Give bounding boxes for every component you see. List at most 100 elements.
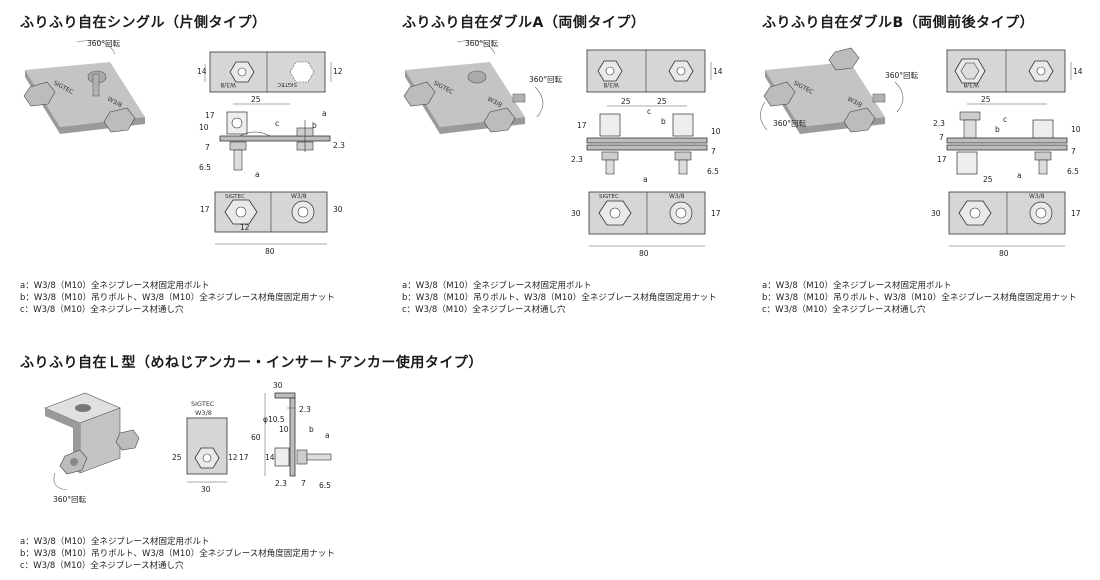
dim-7: 7	[939, 133, 944, 142]
single-top-view: W3/8 SIGTEC	[204, 51, 332, 93]
single-side-view	[219, 103, 331, 171]
note-a: a：W3/8（M10）全ネジブレース材固定用ボルト	[762, 281, 952, 291]
dim-17: 17	[200, 205, 210, 214]
section-title-double-a: ふりふり自在ダブルA（両側タイプ）	[402, 15, 646, 31]
section-title-double-b: ふりふり自在ダブルB（両側前後タイプ）	[762, 15, 1035, 31]
dim-10: 10	[1071, 125, 1081, 134]
rotation-label: 360°回転	[53, 495, 87, 504]
dim-25: 25	[251, 95, 261, 104]
plate-label: W3/8	[195, 409, 212, 417]
dim-80: 80	[999, 249, 1009, 257]
note-c: c：W3/8（M10）全ネジブレース材通し穴	[402, 305, 566, 315]
dim-17: 17	[577, 121, 587, 130]
dim-2.3: 2.3	[333, 141, 345, 150]
dim-12: 12	[333, 67, 343, 76]
single-bottom-view: SIGTEC W3/8	[214, 191, 328, 245]
note-b: b：W3/8（M10）吊りボルト、W3/8（M10）全ネジブレース材角度固定用ナ…	[20, 549, 335, 559]
section-title-single: ふりふり自在シングル（片側タイプ）	[20, 15, 267, 31]
note-c: c：W3/8（M10）全ネジブレース材通し穴	[762, 305, 926, 315]
plate-label: W3/8	[1029, 193, 1045, 200]
dim-2.3: 2.3	[275, 479, 287, 488]
callout-c: c	[647, 107, 651, 116]
notes-single: a：W3/8（M10）全ネジブレース材固定用ボルト b：W3/8（M10）吊りボ…	[20, 280, 335, 316]
note-c: c：W3/8（M10）全ネジブレース材通し穴	[20, 561, 184, 571]
dim-30: 30	[333, 205, 343, 214]
dim-17: 17	[239, 453, 249, 462]
dim-14: 14	[265, 453, 275, 462]
note-c: c：W3/8（M10）全ネジブレース材通し穴	[20, 305, 184, 315]
section-title-l-type: ふりふり自在Ｌ型（めねじアンカー・インサートアンカー使用タイプ）	[20, 355, 483, 371]
plate-label: W3/8	[220, 81, 236, 88]
callout-a: a	[322, 109, 327, 118]
plate-label: SIGTEC	[599, 194, 619, 200]
dim-30: 30	[571, 209, 581, 218]
dim-17: 17	[1071, 209, 1081, 218]
dim-7: 7	[1071, 147, 1076, 156]
rotation-label: 360°回転	[529, 75, 563, 84]
dim-14: 14	[1073, 67, 1083, 76]
dim-10: 10	[711, 127, 721, 136]
note-b: b：W3/8（M10）吊りボルト、W3/8（M10）全ネジブレース材角度固定用ナ…	[402, 293, 717, 303]
callout-b: b	[995, 125, 1000, 134]
callout-c: c	[275, 119, 279, 128]
dim-12: 12	[228, 453, 238, 462]
dim-25: 25	[983, 175, 993, 184]
plate-label: W3/8	[291, 193, 307, 200]
dim-17: 17	[711, 209, 721, 218]
rotation-label: 360°回転	[773, 119, 807, 128]
dim-12: 12	[240, 223, 250, 232]
plate-label: SIGTEC	[191, 400, 215, 408]
dim-80: 80	[265, 247, 275, 256]
double-a-bottom-view: SIGTEC W3/8	[588, 191, 706, 247]
plate-label: W3/8	[603, 81, 619, 88]
dim-30: 30	[273, 381, 283, 390]
callout-b: b	[661, 117, 666, 126]
rotation-label: 360°回転	[465, 39, 499, 48]
dim-60: 60	[251, 433, 261, 442]
dim-phi-10.5: φ10.5	[263, 415, 285, 424]
rotation-label: 360°回転	[87, 39, 121, 48]
dim-10: 10	[279, 425, 289, 434]
notes-double-b: a：W3/8（M10）全ネジブレース材固定用ボルト b：W3/8（M10）吊りボ…	[762, 280, 1077, 316]
l-type-side-view	[264, 392, 332, 477]
dim-25: 25	[621, 97, 631, 106]
plate-label: SIGTEC	[225, 194, 245, 200]
double-a-side-view	[586, 105, 708, 175]
plate-label: W3/8	[963, 81, 979, 88]
double-b-top-view: W3/8	[946, 49, 1072, 93]
note-b: b：W3/8（M10）吊りボルト、W3/8（M10）全ネジブレース材角度固定用ナ…	[762, 293, 1077, 303]
dim-7: 7	[205, 143, 210, 152]
dim-2.3: 2.3	[299, 405, 311, 414]
callout-a: a	[643, 175, 648, 184]
notes-double-a: a：W3/8（M10）全ネジブレース材固定用ボルト b：W3/8（M10）吊りボ…	[402, 280, 717, 316]
dim-6.5: 6.5	[707, 167, 719, 176]
note-a: a：W3/8（M10）全ネジブレース材固定用ボルト	[20, 281, 210, 291]
double-b-figure: SIGTEC W3/8 360°回転 360°回転 W3/8 14 25 25 …	[760, 47, 1083, 257]
single-type-figure: SIGTEC W3/8 360°回転 W3/8 SIGTEC 14 12 25 …	[23, 39, 345, 256]
callout-b: b	[309, 425, 314, 434]
dim-10: 10	[199, 123, 209, 132]
plate-label: W3/8	[669, 193, 685, 200]
note-a: a：W3/8（M10）全ネジブレース材固定用ボルト	[20, 537, 210, 547]
dim-14: 14	[713, 67, 723, 76]
dim-80: 80	[639, 249, 649, 257]
notes-l-type: a：W3/8（M10）全ネジブレース材固定用ボルト b：W3/8（M10）吊りボ…	[20, 536, 335, 572]
dim-6.5: 6.5	[199, 163, 211, 172]
dim-7: 7	[711, 147, 716, 156]
double-a-figure: SIGTEC W3/8 360°回転 360°回転 W3/8 14 25 25 …	[403, 39, 723, 257]
double-b-side-view	[946, 103, 1068, 175]
callout-c: c	[1003, 115, 1007, 124]
dim-2.3: 2.3	[571, 155, 583, 164]
dim-6.5: 6.5	[319, 481, 331, 490]
double-b-bottom-view: W3/8	[948, 191, 1066, 247]
dim-6.5: 6.5	[1067, 167, 1079, 176]
dim-17: 17	[205, 111, 215, 120]
dim-17: 17	[937, 155, 947, 164]
plate-label: SIGTEC	[277, 81, 297, 87]
dim-14: 14	[197, 67, 207, 76]
note-a: a：W3/8（M10）全ネジブレース材固定用ボルト	[402, 281, 592, 291]
l-type-figure: 360°回転 SIGTEC W3/8 25 12 17 30 30 2.3 φ1…	[44, 381, 332, 504]
single-product-photo: SIGTEC W3/8	[23, 40, 145, 134]
dim-25: 25	[657, 97, 667, 106]
dim-2.3: 2.3	[933, 119, 945, 128]
